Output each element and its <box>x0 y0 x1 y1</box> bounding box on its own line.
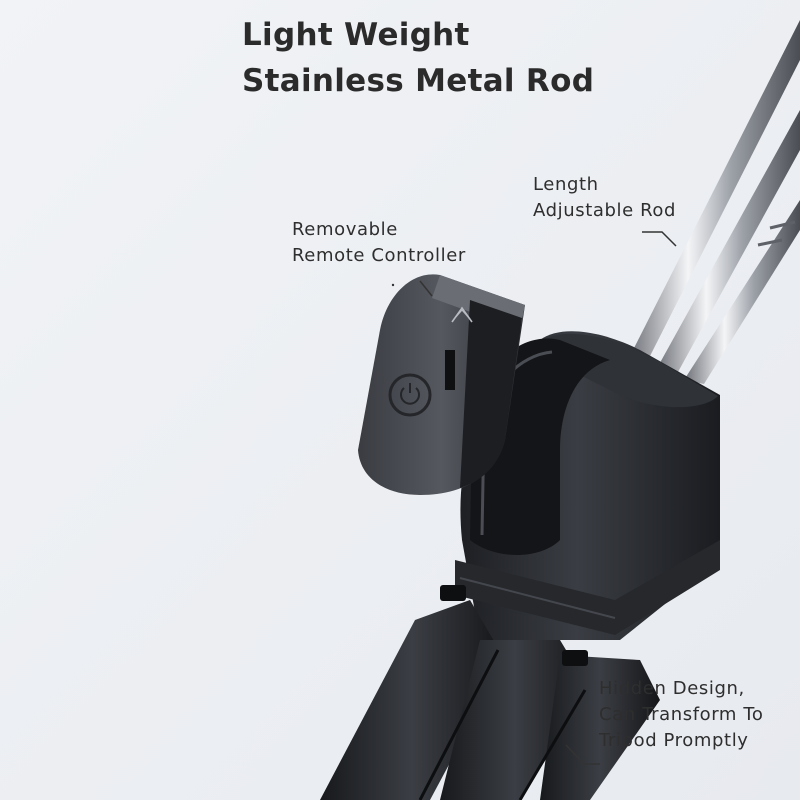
callout-tripod-line-1: Hidden Design, <box>599 678 745 699</box>
callout-remote-line-1: Removable <box>292 219 398 240</box>
power-button-icon <box>388 373 432 417</box>
callout-hidden-tripod: Hidden Design, Can Transform To Tripod P… <box>599 676 764 754</box>
callout-rod-line-2: Adjustable Rod <box>533 200 677 221</box>
metal-rod <box>628 20 800 384</box>
callout-leader-rod <box>642 231 677 247</box>
callout-leader-tripod <box>565 744 600 765</box>
headline-line-2: Stainless Metal Rod <box>242 63 595 99</box>
callout-rod-line-1: Length <box>533 174 599 195</box>
callout-remote-line-2: Remote Controller <box>292 245 466 266</box>
remote-controller <box>358 274 525 495</box>
callout-removable-remote: Removable Remote Controller <box>292 217 466 269</box>
bluetooth-icon <box>451 306 473 323</box>
callout-tripod-line-2: Can Transform To <box>599 704 764 725</box>
callout-tripod-line-3: Tripod Promptly <box>599 730 749 751</box>
tripod-legs <box>320 585 660 800</box>
callout-leader-remote <box>391 280 433 297</box>
headline: Light Weight Stainless Metal Rod <box>242 12 594 104</box>
callout-length-adjustable-rod: Length Adjustable Rod <box>533 172 676 224</box>
headline-line-1: Light Weight <box>242 17 470 53</box>
